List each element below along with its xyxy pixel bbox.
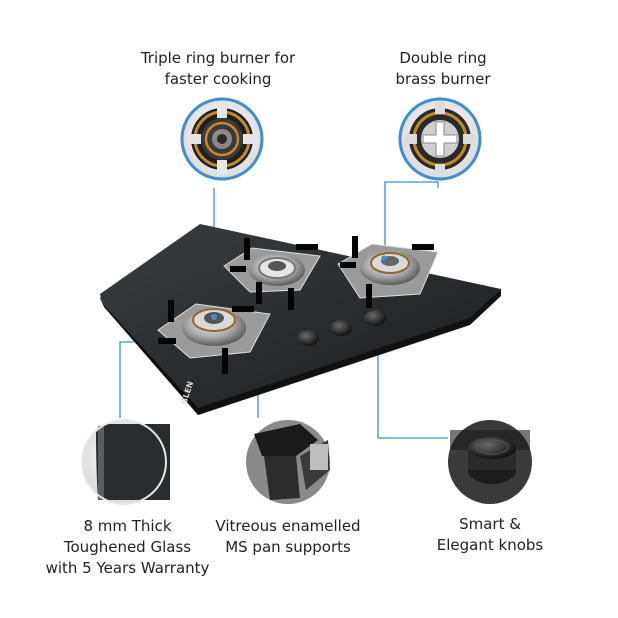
callout-glass	[119, 341, 134, 418]
caption-line: Vitreous enamelled	[215, 517, 361, 535]
caption-line: MS pan supports	[225, 538, 351, 556]
caption-line: Triple ring burner for	[140, 49, 296, 67]
caption-line: 8 mm Thick	[83, 517, 172, 535]
control-knobs	[297, 310, 386, 346]
knob	[297, 330, 319, 346]
caption-pan-supports: Vitreous enamelled MS pan supports	[208, 516, 368, 558]
inset-double-ring-burner	[398, 97, 482, 181]
inset-smart-knob	[448, 420, 532, 504]
caption-double-ring-burner: Double ring brass burner	[358, 48, 528, 90]
knob	[330, 320, 352, 336]
callout-knobs	[377, 318, 448, 439]
pan-supports	[158, 236, 434, 374]
inset-toughened-glass	[81, 419, 170, 505]
knob	[364, 310, 386, 326]
burner-front-left	[157, 303, 271, 359]
caption-toughened-glass: 8 mm Thick Toughened Glass with 5 Years …	[40, 516, 215, 579]
callout-double-ring	[384, 181, 439, 252]
gas-hob: GLEN	[100, 224, 501, 415]
inset-pan-supports	[246, 420, 330, 504]
caption-line: Double ring	[399, 49, 487, 67]
caption-line: faster cooking	[164, 70, 272, 88]
caption-line: brass burner	[395, 70, 491, 88]
caption-line: Elegant knobs	[436, 536, 544, 554]
caption-triple-ring-burner: Triple ring burner for faster cooking	[118, 48, 318, 90]
burner-right	[337, 243, 439, 299]
caption-line: Smart &	[459, 515, 521, 533]
caption-smart-knobs: Smart & Elegant knobs	[420, 514, 560, 556]
caption-line: with 5 Years Warranty	[45, 559, 210, 577]
inset-triple-ring-burner	[180, 97, 264, 181]
caption-line: Toughened Glass	[63, 538, 192, 556]
